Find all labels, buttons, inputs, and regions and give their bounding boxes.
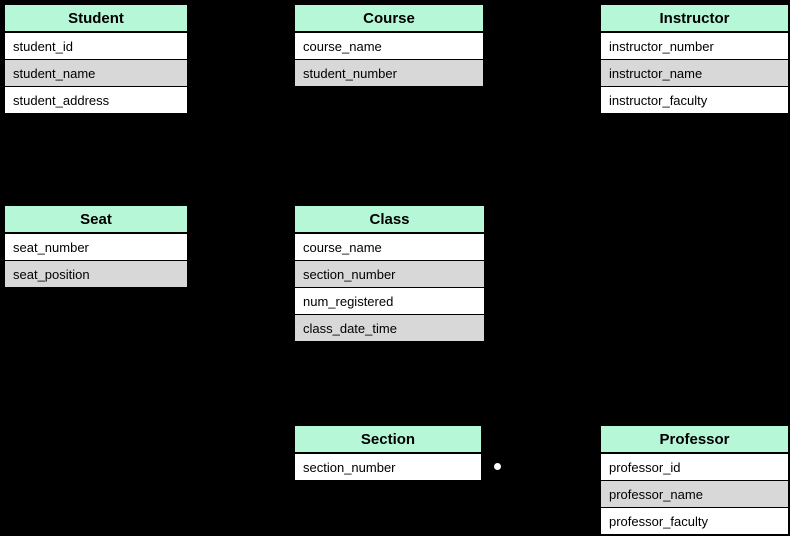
entity-field: num_registered	[295, 287, 484, 314]
entity-title-seat: Seat	[5, 206, 187, 234]
entity-field: course_name	[295, 234, 484, 260]
entity-field: section_number	[295, 454, 481, 480]
entity-field: seat_number	[5, 234, 187, 260]
entity-title-course: Course	[295, 5, 483, 33]
entity-field: course_name	[295, 33, 483, 59]
relationship-endpoint-dot	[494, 463, 501, 470]
entity-title-section: Section	[295, 426, 481, 454]
entity-field: student_address	[5, 86, 187, 113]
entity-title-class: Class	[295, 206, 484, 234]
entity-table-course: Course course_name student_number	[294, 4, 484, 87]
entity-field: student_number	[295, 59, 483, 86]
entity-title-instructor: Instructor	[601, 5, 788, 33]
entity-field: student_id	[5, 33, 187, 59]
entity-title-student: Student	[5, 5, 187, 33]
entity-field: seat_position	[5, 260, 187, 287]
entity-field: instructor_faculty	[601, 86, 788, 113]
entity-table-instructor: Instructor instructor_number instructor_…	[600, 4, 789, 114]
entity-field: instructor_number	[601, 33, 788, 59]
entity-field: class_date_time	[295, 314, 484, 341]
entity-title-professor: Professor	[601, 426, 788, 454]
entity-field: section_number	[295, 260, 484, 287]
entity-table-section: Section section_number	[294, 425, 482, 481]
entity-table-class: Class course_name section_number num_reg…	[294, 205, 485, 342]
entity-field: professor_name	[601, 480, 788, 507]
entity-field: professor_faculty	[601, 507, 788, 534]
entity-table-seat: Seat seat_number seat_position	[4, 205, 188, 288]
entity-field: instructor_name	[601, 59, 788, 86]
entity-table-professor: Professor professor_id professor_name pr…	[600, 425, 789, 535]
entity-table-student: Student student_id student_name student_…	[4, 4, 188, 114]
entity-field: professor_id	[601, 454, 788, 480]
entity-field: student_name	[5, 59, 187, 86]
